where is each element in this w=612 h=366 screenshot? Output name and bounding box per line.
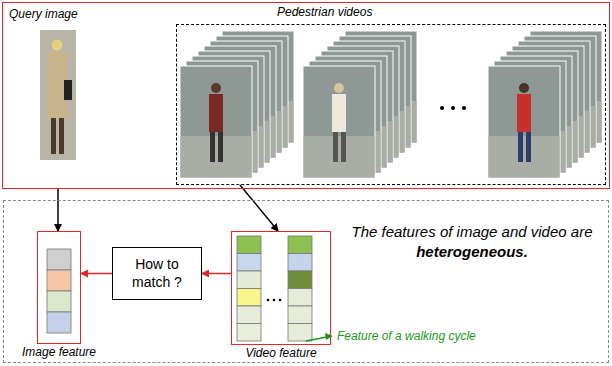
ellipsis-dots bbox=[440, 106, 466, 110]
video-feature-box: Video feature bbox=[231, 231, 331, 345]
video-stack bbox=[303, 31, 417, 178]
video-feature-column bbox=[237, 236, 261, 341]
note-text: The features of image and video are bbox=[352, 223, 593, 240]
query-photo bbox=[40, 30, 76, 160]
leader-arrow bbox=[306, 333, 333, 341]
note-emphasis: heterogeneous. bbox=[416, 243, 528, 260]
connector-arrow bbox=[81, 273, 112, 275]
connector-arrow bbox=[240, 185, 278, 231]
connector-arrow bbox=[202, 273, 231, 275]
video-group: Pedestrian videos bbox=[176, 24, 606, 185]
video-stack bbox=[180, 31, 294, 178]
node-label: Query image bbox=[9, 7, 78, 21]
callout-label: Feature of a walking cycle bbox=[337, 329, 476, 343]
note-text: The features of image and video are hete… bbox=[336, 222, 608, 261]
connector-arrow bbox=[57, 189, 59, 231]
process-box: How to match ? bbox=[112, 247, 202, 300]
node-label: How to match ? bbox=[117, 256, 197, 291]
image-feature-box: Image feature bbox=[37, 231, 81, 344]
video-feature-column bbox=[288, 236, 312, 341]
node-label: Pedestrian videos bbox=[277, 5, 372, 19]
node-label: Image feature bbox=[22, 345, 96, 359]
ellipsis-dots bbox=[267, 299, 282, 302]
node-label: Video feature bbox=[245, 346, 316, 360]
image-feature-column bbox=[47, 249, 71, 333]
video-stack bbox=[488, 31, 602, 178]
image-panel: Query imagePedestrian videos bbox=[2, 2, 610, 189]
